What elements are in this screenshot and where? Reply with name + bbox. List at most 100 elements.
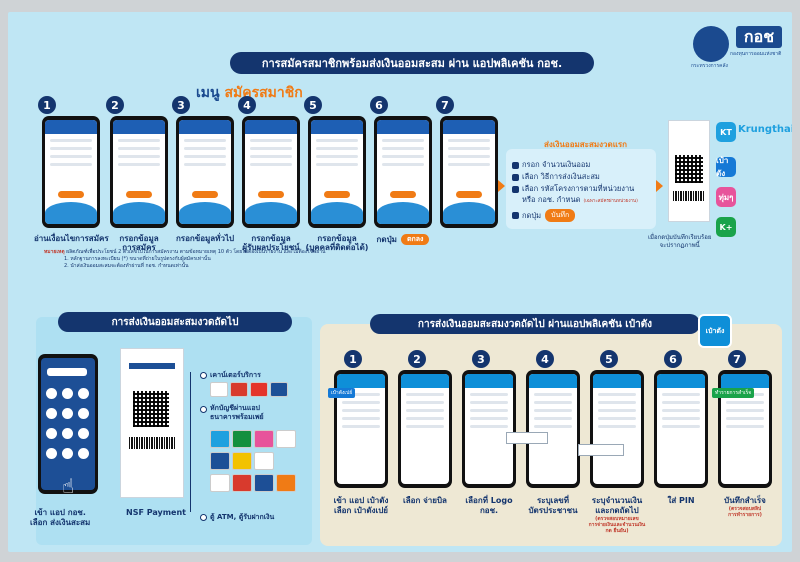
bullet-icon — [512, 161, 519, 169]
menu-icon — [78, 388, 89, 399]
step-number: 2 — [106, 96, 124, 114]
slip-caption: เมื่อกดปุ่มบันทึกเรียบร้อย จะปรากฏภาพนี้ — [648, 234, 712, 249]
content-line — [406, 409, 444, 412]
phone-screen — [593, 374, 641, 484]
channel-counter: เคาน์เตอร์บริการ — [200, 370, 261, 381]
paotang-step-number: 4 — [536, 350, 554, 368]
step-caption: กรอกข้อมูล (บุคคลที่ติดต่อได้) — [300, 234, 374, 252]
bullet-icon — [200, 406, 207, 413]
form-line — [184, 139, 226, 142]
menu-icon — [62, 388, 73, 399]
form-button — [324, 191, 350, 198]
screen-header — [113, 120, 165, 134]
form-line — [250, 139, 292, 142]
content-line — [726, 401, 764, 404]
step-caption: กรอกข้อมูล ผู้รับผลประโยชน์ — [234, 234, 308, 252]
paotang-step-number: 3 — [472, 350, 490, 368]
menu-icon — [78, 448, 89, 459]
content-line — [598, 417, 636, 420]
paotang-step-number: 6 — [664, 350, 682, 368]
channel-bracket — [190, 372, 197, 512]
nsf-payment-slip — [120, 348, 184, 498]
screen-wave — [245, 202, 297, 224]
content-line — [470, 425, 508, 428]
content-line — [662, 425, 700, 428]
caption-text: บันทึกสำเร็จ — [724, 496, 766, 505]
counter-logo-icon — [270, 382, 288, 397]
barcode-icon — [673, 191, 705, 201]
paotang-step-caption: ระบุเลขที่ บัตรประชาชน — [516, 496, 590, 516]
caption-text: เลือก จ่ายบิล — [403, 496, 447, 505]
channel-bank-app: หักบัญชีผ่านแอป ธนาคารพร้อมเพย์ — [200, 404, 264, 422]
bullet-icon — [512, 185, 519, 193]
screen-header — [377, 120, 429, 134]
paotang-step-number: 5 — [600, 350, 618, 368]
step-caption-text: กรอกข้อมูล ผู้รับผลประโยชน์ — [242, 234, 300, 252]
counter-logo-icon — [230, 382, 248, 397]
item-text: หรือ กอช. กำหนด — [522, 195, 581, 204]
screen-header — [45, 120, 97, 134]
form-line — [250, 147, 292, 150]
app-label: Krungthai NEXT — [738, 124, 792, 135]
phone-screen — [337, 374, 385, 484]
footnote-line: 2. นำส่งเงินออมสะสมจะต้องทำผ่านที่ กอช. … — [64, 263, 189, 269]
content-line — [342, 409, 380, 412]
k-plus-app-icon: K+ — [716, 217, 736, 237]
caption-text: ใส่ PIN — [667, 496, 695, 505]
step-number: 5 — [304, 96, 322, 114]
step-number: 3 — [172, 96, 190, 114]
phone-screen — [45, 120, 97, 224]
content-line — [534, 417, 572, 420]
step-caption: อ่านเงื่อนไขการสมัคร — [34, 234, 109, 243]
content-line — [470, 409, 508, 412]
screen-wave — [45, 202, 97, 224]
form-line — [50, 163, 92, 166]
registration-phone-step-5 — [308, 116, 366, 228]
screen-header — [529, 374, 577, 388]
content-line — [406, 393, 444, 396]
qr-code-icon — [133, 391, 169, 427]
content-line — [342, 425, 380, 428]
content-line — [342, 417, 380, 420]
registration-phone-step-1 — [42, 116, 100, 228]
caption-text: เลือกที่ Logo กอช. — [465, 496, 513, 515]
paotang-step-caption: ใส่ PIN — [644, 496, 718, 506]
step-number: 1 — [38, 96, 56, 114]
form-line — [316, 155, 358, 158]
registration-phone-step-7 — [440, 116, 498, 228]
form-button — [258, 191, 284, 198]
screen-tag: ทำรายการสำเร็จ — [712, 388, 755, 398]
menu-icon — [46, 448, 57, 459]
form-line — [250, 155, 292, 158]
content-line — [534, 401, 572, 404]
form-line — [448, 139, 490, 142]
menu-icon — [62, 448, 73, 459]
form-line — [184, 155, 226, 158]
screen-header — [179, 120, 231, 134]
screen-header — [465, 374, 513, 388]
content-line — [662, 393, 700, 396]
phone-screen — [113, 120, 165, 224]
first-deposit-box: กรอก จำนวนเงินออม เลือก วิธีการส่งเงินสะ… — [506, 149, 656, 229]
form-line — [316, 147, 358, 150]
hand-pointer-icon: ☝ — [62, 474, 75, 498]
first-deposit-item: เลือก รหัสโครงการตามที่หน่วยงาน — [512, 183, 634, 195]
form-line — [118, 163, 160, 166]
screen-tag: เป๋าตังเปย์ — [328, 388, 356, 398]
step-number: 4 — [238, 96, 256, 114]
form-line — [382, 147, 424, 150]
profile-bar — [47, 368, 87, 376]
form-line — [382, 163, 424, 166]
content-line — [406, 401, 444, 404]
screen-wave — [443, 202, 495, 224]
channel-label: หักบัญชีผ่านแอป ธนาคารพร้อมเพย์ — [210, 404, 264, 421]
form-button — [126, 191, 152, 198]
item-text: กดปุ่ม — [522, 210, 542, 220]
menu-icon — [78, 428, 89, 439]
phone-screen — [377, 120, 429, 224]
screen-wave — [179, 202, 231, 224]
seal-caption: กระทรวงการคลัง — [691, 63, 728, 69]
bank-logo-icon — [254, 452, 274, 470]
form-line — [50, 139, 92, 142]
content-line — [662, 409, 700, 412]
